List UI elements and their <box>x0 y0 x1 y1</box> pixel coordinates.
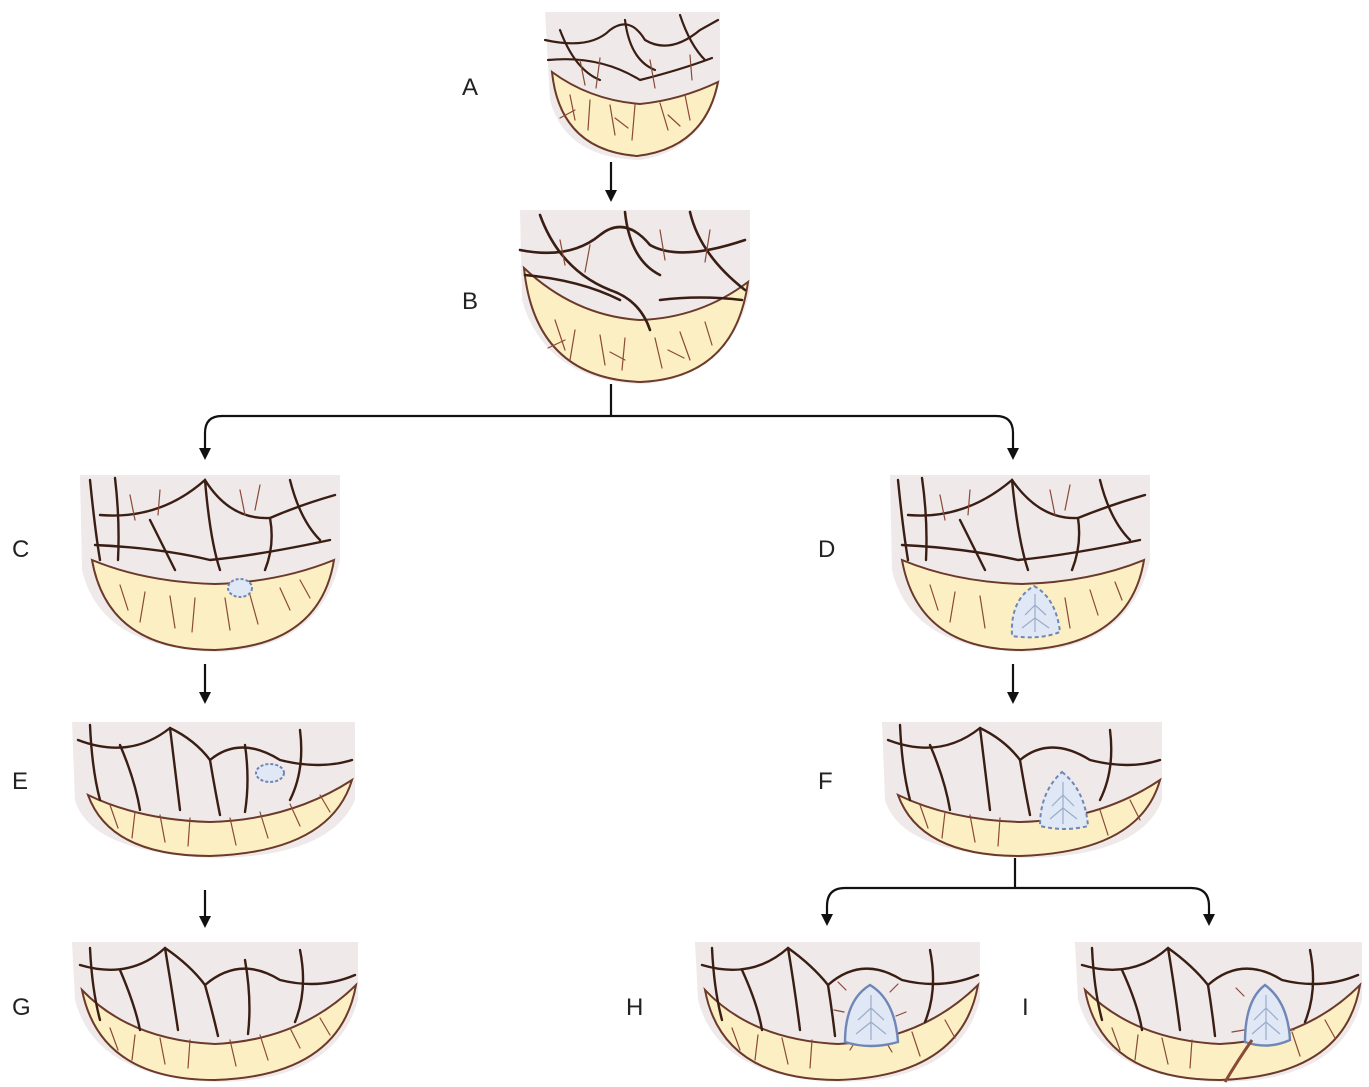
panel-i-illustration <box>1075 942 1362 1082</box>
panel-c-illustration <box>80 475 340 652</box>
lesion-small <box>256 764 284 782</box>
panel-g-illustration <box>72 942 358 1082</box>
panel-d-illustration <box>890 475 1150 652</box>
panel-label-e: E <box>12 770 28 794</box>
panel-label-b: B <box>462 290 478 314</box>
split-b-to-c-d <box>205 384 1013 454</box>
panel-label-c: C <box>12 538 29 562</box>
panel-label-h: H <box>626 996 643 1020</box>
panel-label-i: I <box>1022 996 1029 1020</box>
panel-label-f: F <box>818 770 833 794</box>
lesion-small <box>228 579 252 597</box>
panel-label-a: A <box>462 76 478 100</box>
panel-label-g: G <box>12 996 31 1020</box>
split-f-to-h-i <box>827 858 1209 920</box>
panel-label-d: D <box>818 538 835 562</box>
panel-h-illustration <box>695 942 980 1082</box>
panel-a-illustration <box>545 12 720 160</box>
panel-b-illustration <box>520 210 750 384</box>
panel-f-illustration <box>882 722 1162 858</box>
panel-e-illustration <box>72 722 355 858</box>
